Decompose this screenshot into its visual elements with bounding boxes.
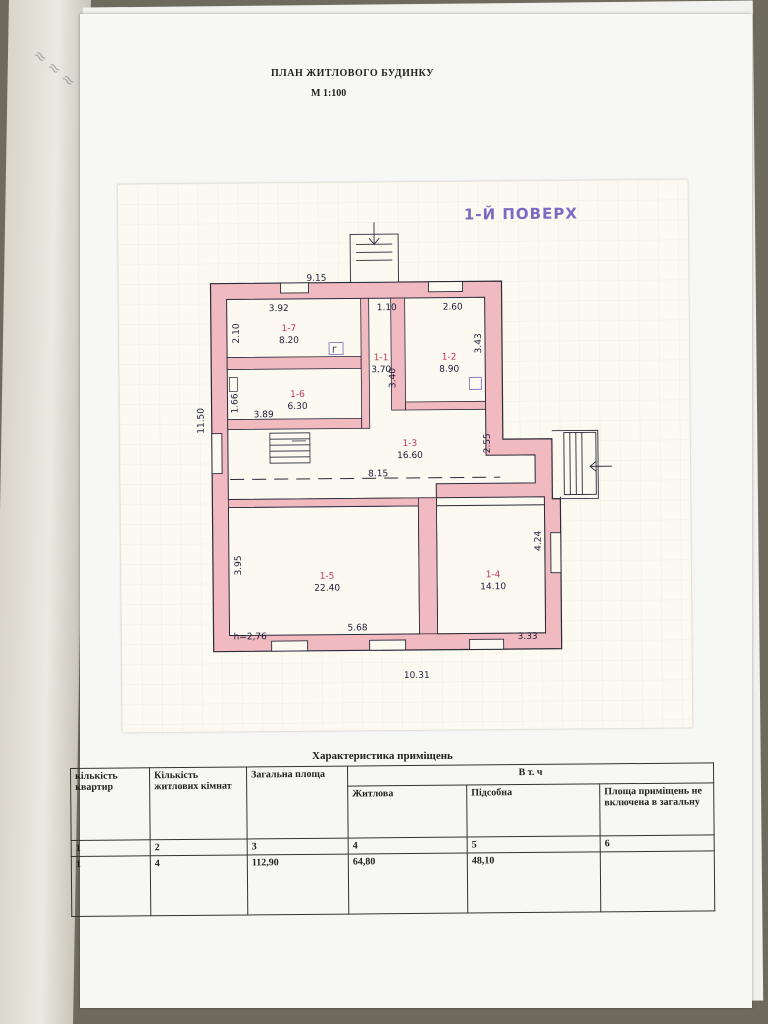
value-total-area: 112,90: [247, 854, 349, 915]
room-id-1-6: 1-6: [290, 390, 305, 400]
room-id-1-2: 1-2: [442, 353, 457, 363]
dim-5-68: 5.68: [347, 623, 367, 633]
header-total-area: Загальна площа: [246, 766, 349, 839]
col-number-2: 2: [150, 838, 248, 856]
dim-2-10: 2.10: [232, 323, 242, 343]
dim-left-height: 11.50: [197, 408, 207, 434]
room-id-1-7: 1-7: [281, 324, 296, 334]
header-auxiliary: Підсобна: [466, 783, 601, 838]
value-living-rooms: 4: [150, 854, 248, 916]
dim-3-92: 3.92: [269, 304, 289, 314]
stove-icon: [328, 342, 344, 356]
room-area-1-5: 22.40: [314, 584, 340, 594]
dim-2-55: 2.55: [483, 433, 493, 453]
table-caption: Характеристика приміщень: [312, 750, 453, 762]
floor-plan: Г 1-Й ПОВЕРХ 9.15 10.31 11.50 3.92 2.10 …: [117, 179, 693, 733]
col-number-4: 4: [348, 837, 468, 855]
dashed-line: [230, 476, 501, 481]
floor-stamp: 1-Й ПОВЕРХ: [464, 203, 578, 223]
dim-3-33: 3.33: [518, 632, 538, 642]
dim-1-10: 1.10: [377, 303, 397, 313]
boiler-icon: [468, 376, 482, 390]
dim-bottom-width: 10.31: [404, 671, 430, 681]
value-living: 64,80: [348, 853, 468, 915]
dim-4-24: 4.24: [534, 530, 544, 550]
rooms-characteristics-table: кількість квартир Кількість житлових кім…: [70, 762, 715, 917]
header-living-rooms: Кількість житлових кімнат: [149, 766, 248, 840]
top-entrance-porch: [349, 222, 399, 283]
room-area-1-4: 14.10: [480, 582, 506, 592]
value-excluded: [600, 850, 715, 912]
col-number-6: 6: [600, 834, 715, 852]
col-number-1: 1: [71, 839, 151, 857]
exterior-walls: [209, 280, 563, 653]
room-id-1-1: 1-1: [374, 353, 389, 363]
room-area-1-6: 6.30: [288, 402, 308, 412]
value-auxiliary: 48,10: [467, 851, 601, 914]
room-id-1-5: 1-5: [320, 572, 335, 582]
page-scale: М 1:100: [311, 88, 347, 99]
right-entrance-porch: [551, 429, 613, 500]
stove-label: Г: [332, 346, 337, 355]
header-excluded: Площа приміщень не включена в загальну: [599, 782, 715, 836]
interior-stairs: [269, 432, 311, 464]
page-title: ПЛАН ЖИТЛОВОГО БУДИНКУ: [271, 68, 435, 79]
dim-2-60: 2.60: [443, 302, 463, 312]
room-area-1-2: 8.90: [439, 365, 459, 375]
sink-icon: [228, 377, 238, 392]
col-number-5: 5: [467, 835, 601, 854]
table-row: 1 4 112,90 64,80 48,10: [71, 850, 715, 917]
dim-3-95: 3.95: [234, 555, 244, 575]
dim-top-width: 9.15: [306, 274, 326, 284]
header-apartments: кількість квартир: [70, 767, 151, 841]
dim-1-66: 1.66: [230, 393, 240, 413]
room-id-1-4: 1-4: [486, 570, 501, 580]
floor-plan-sheet: Г 1-Й ПОВЕРХ 9.15 10.31 11.50 3.92 2.10 …: [117, 179, 693, 733]
ceiling-height: h=2,76: [234, 632, 268, 642]
room-id-1-3: 1-3: [403, 439, 418, 449]
room-area-1-3: 16.60: [397, 451, 423, 461]
dim-3-40: 3.40: [388, 368, 398, 388]
dim-3-89: 3.89: [254, 410, 274, 420]
value-apartments: 1: [71, 855, 151, 917]
col-number-3: 3: [247, 838, 349, 855]
dim-8-15: 8.15: [368, 469, 388, 479]
header-living: Житлова: [347, 785, 468, 839]
windows: [211, 281, 562, 652]
room-area-1-1: 3.70: [371, 365, 391, 375]
dim-3-43: 3.43: [474, 333, 484, 353]
room-area-1-7: 8.20: [279, 336, 299, 346]
